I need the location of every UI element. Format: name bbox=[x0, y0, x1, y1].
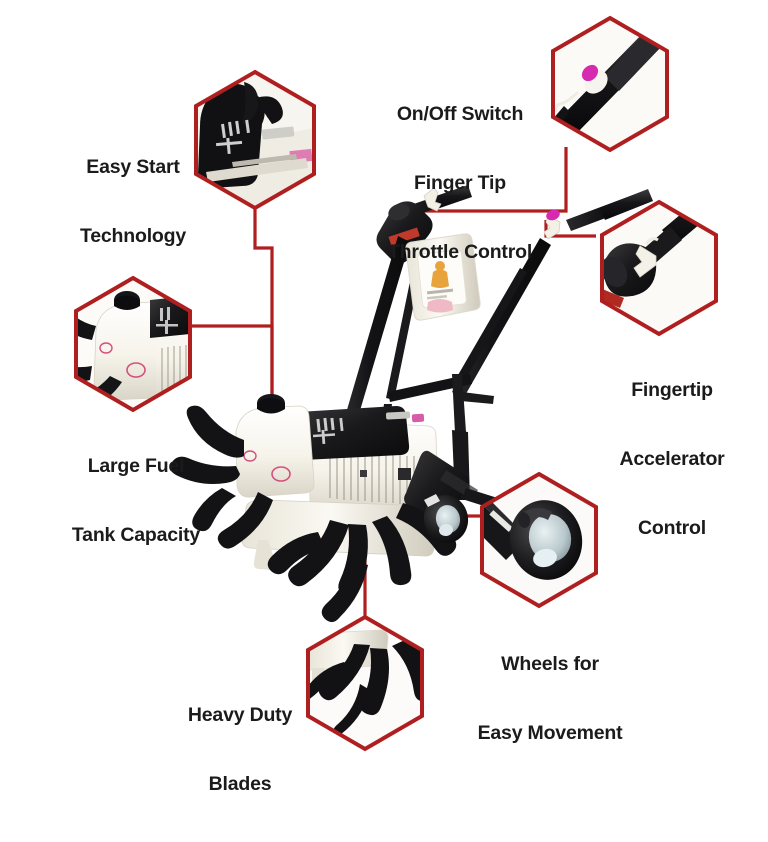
label-large-fuel-tank: Large Fuel Tank Capacity bbox=[36, 409, 236, 593]
infographic-svg bbox=[41, 15, 718, 752]
tiller-tines bbox=[170, 405, 457, 623]
label-wheels-line-2: Easy Movement bbox=[477, 722, 623, 744]
label-fingertip-accelerator: Fingertip Accelerator Control bbox=[592, 333, 752, 586]
label-blades-line-2: Blades bbox=[208, 773, 272, 795]
connector-easy-start bbox=[253, 208, 274, 420]
callout-thumb-on-off-switch[interactable] bbox=[551, 15, 669, 153]
callout-thumb-fingertip-accelerator[interactable] bbox=[596, 195, 718, 337]
callout-thumb-large-fuel-tank[interactable] bbox=[41, 275, 192, 416]
infographic-canvas: Easy Start Technology On/Off Switch Fing… bbox=[36, 15, 752, 795]
connector-large-fuel-tank bbox=[190, 324, 274, 420]
label-blades-line-1: Heavy Duty bbox=[187, 704, 293, 726]
label-large-fuel-tank-line-2: Tank Capacity bbox=[71, 524, 201, 546]
control-box bbox=[405, 233, 481, 321]
handlebar-assembly bbox=[344, 185, 653, 500]
label-fingertip-accelerator-line-3: Control bbox=[638, 517, 706, 539]
label-easy-start: Easy Start Technology bbox=[48, 110, 218, 294]
label-fingertip-accelerator-line-1: Fingertip bbox=[631, 379, 713, 401]
callout-thumb-blades[interactable] bbox=[306, 614, 457, 752]
product-illustration bbox=[170, 185, 653, 623]
clutch-housing-left bbox=[376, 201, 433, 264]
label-blades: Heavy Duty Blades bbox=[150, 658, 330, 842]
label-easy-start-line-2: Technology bbox=[80, 225, 186, 247]
throttle-lever-right bbox=[543, 209, 561, 240]
label-wheels: Wheels for Easy Movement bbox=[448, 607, 652, 791]
label-easy-start-line-1: Easy Start bbox=[86, 156, 180, 178]
connector-on-off-switch bbox=[423, 147, 568, 213]
label-on-off-switch-line-1: On/Off Switch bbox=[396, 103, 524, 125]
wheel-front bbox=[423, 494, 469, 543]
callout-thumb-easy-start[interactable] bbox=[194, 69, 316, 211]
label-large-fuel-tank-line-1: Large Fuel bbox=[87, 455, 185, 477]
label-on-off-switch: On/Off Switch Finger Tip Throttle Contro… bbox=[360, 57, 560, 310]
label-on-off-switch-line-3: Throttle Control bbox=[387, 241, 533, 263]
label-wheels-line-1: Wheels for bbox=[501, 653, 599, 675]
label-fingertip-accelerator-line-2: Accelerator bbox=[619, 448, 725, 470]
callout-thumb-wheels[interactable] bbox=[460, 471, 598, 609]
label-on-off-switch-line-2: Finger Tip bbox=[414, 172, 506, 194]
